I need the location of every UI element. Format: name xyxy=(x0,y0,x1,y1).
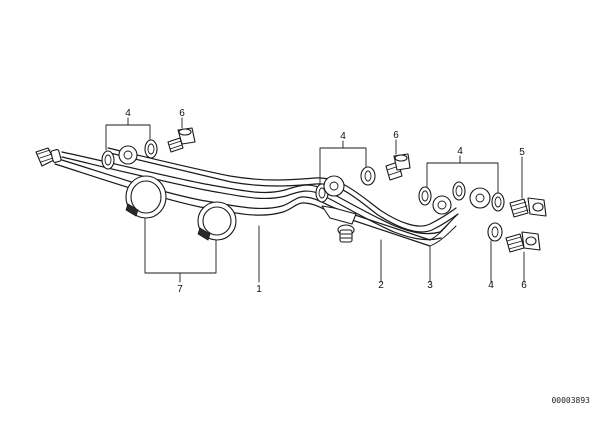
callout-washer-mid: 4 xyxy=(340,131,346,142)
pipe-end-fitting-left xyxy=(35,147,62,167)
washer-lower xyxy=(487,222,503,242)
callout-pipe-1: 1 xyxy=(256,284,262,295)
mounting-tab xyxy=(321,205,357,243)
bolt-left xyxy=(167,127,196,153)
washer-right-a xyxy=(418,186,432,206)
clamp-right xyxy=(197,201,237,241)
callout-clamp: 7 xyxy=(177,284,183,295)
washer-right-b xyxy=(452,181,466,201)
callout-bolt-right-bottom: 6 xyxy=(521,280,527,291)
bolt-right-bottom xyxy=(505,231,541,253)
callout-pipe-3: 3 xyxy=(427,280,433,291)
callout-pipe-2: 2 xyxy=(378,280,384,291)
washer-left-b xyxy=(144,139,158,159)
leader-lines xyxy=(105,117,525,283)
washer-mid-b xyxy=(360,166,376,186)
callout-washer-left: 4 xyxy=(125,108,131,119)
callout-bolt-right-top: 5 xyxy=(519,147,525,158)
washer-right-c xyxy=(491,192,505,212)
banjo-fitting-left xyxy=(118,145,138,165)
banjo-fitting-right-b xyxy=(469,187,491,209)
reference-number: 00003893 xyxy=(551,396,590,405)
banjo-fitting-right-a xyxy=(432,195,452,215)
bolt-mid xyxy=(385,153,411,181)
callout-bolt-left: 6 xyxy=(179,108,185,119)
washer-left-a xyxy=(101,150,115,170)
callout-washer-right: 4 xyxy=(457,146,463,157)
clamp-left xyxy=(125,175,167,219)
callout-bolt-mid: 6 xyxy=(393,130,399,141)
callout-washer-lower: 4 xyxy=(488,280,494,291)
banjo-fitting-mid xyxy=(323,175,345,197)
bolt-right-top xyxy=(509,197,547,218)
